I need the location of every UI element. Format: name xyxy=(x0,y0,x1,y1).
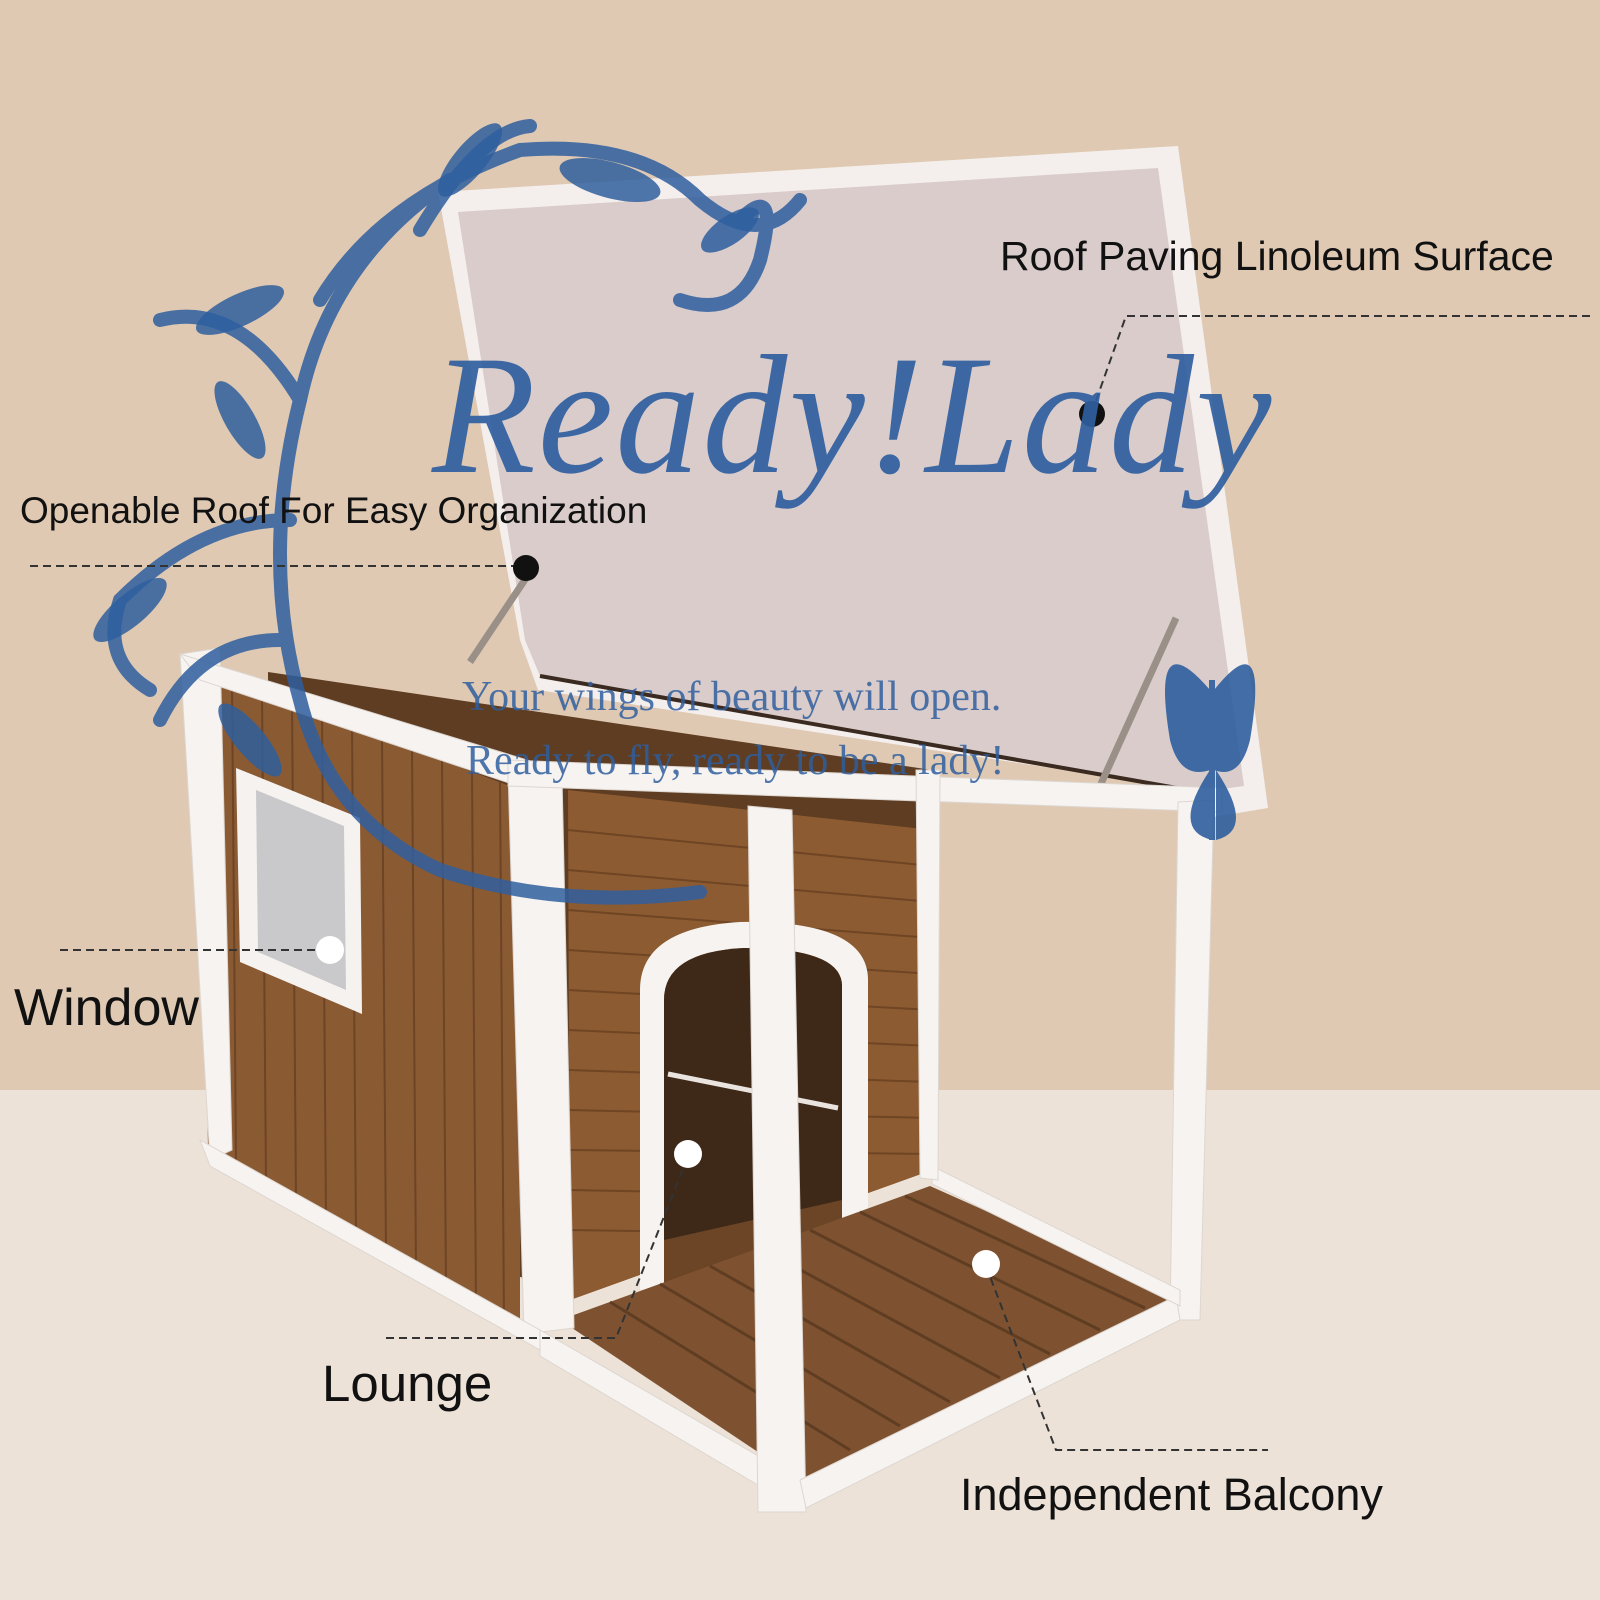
callout-openable-roof: Openable Roof For Easy Organization xyxy=(20,490,648,531)
callout-lounge: Lounge xyxy=(322,1355,493,1412)
butterfly-icon xyxy=(1165,664,1256,840)
roof-strut-left xyxy=(467,570,533,664)
callout-dot-lounge xyxy=(674,1140,702,1168)
white-frame xyxy=(178,647,1223,1513)
callout-dot-balcony xyxy=(972,1250,1000,1278)
callout-dot-window xyxy=(316,936,344,964)
watermark-tagline-line2: Ready to fly, ready to be a lady! xyxy=(466,738,1005,784)
callout-dot-roof xyxy=(1079,401,1105,427)
callout-balcony: Independent Balcony xyxy=(960,1469,1383,1520)
roof-strut-right xyxy=(1096,616,1180,788)
callout-leaders xyxy=(30,315,1590,1451)
callout-dot-openable xyxy=(513,555,539,581)
roof-lid xyxy=(438,146,1268,818)
callout-window: Window xyxy=(14,979,199,1037)
callout-roof-surface: Roof Paving Linoleum Surface xyxy=(1000,233,1554,279)
watermark-tagline-line1: Your wings of beauty will open. xyxy=(462,674,1002,720)
floral-leaves xyxy=(93,123,759,777)
watermark-brand: Ready!Lady xyxy=(432,321,1274,509)
